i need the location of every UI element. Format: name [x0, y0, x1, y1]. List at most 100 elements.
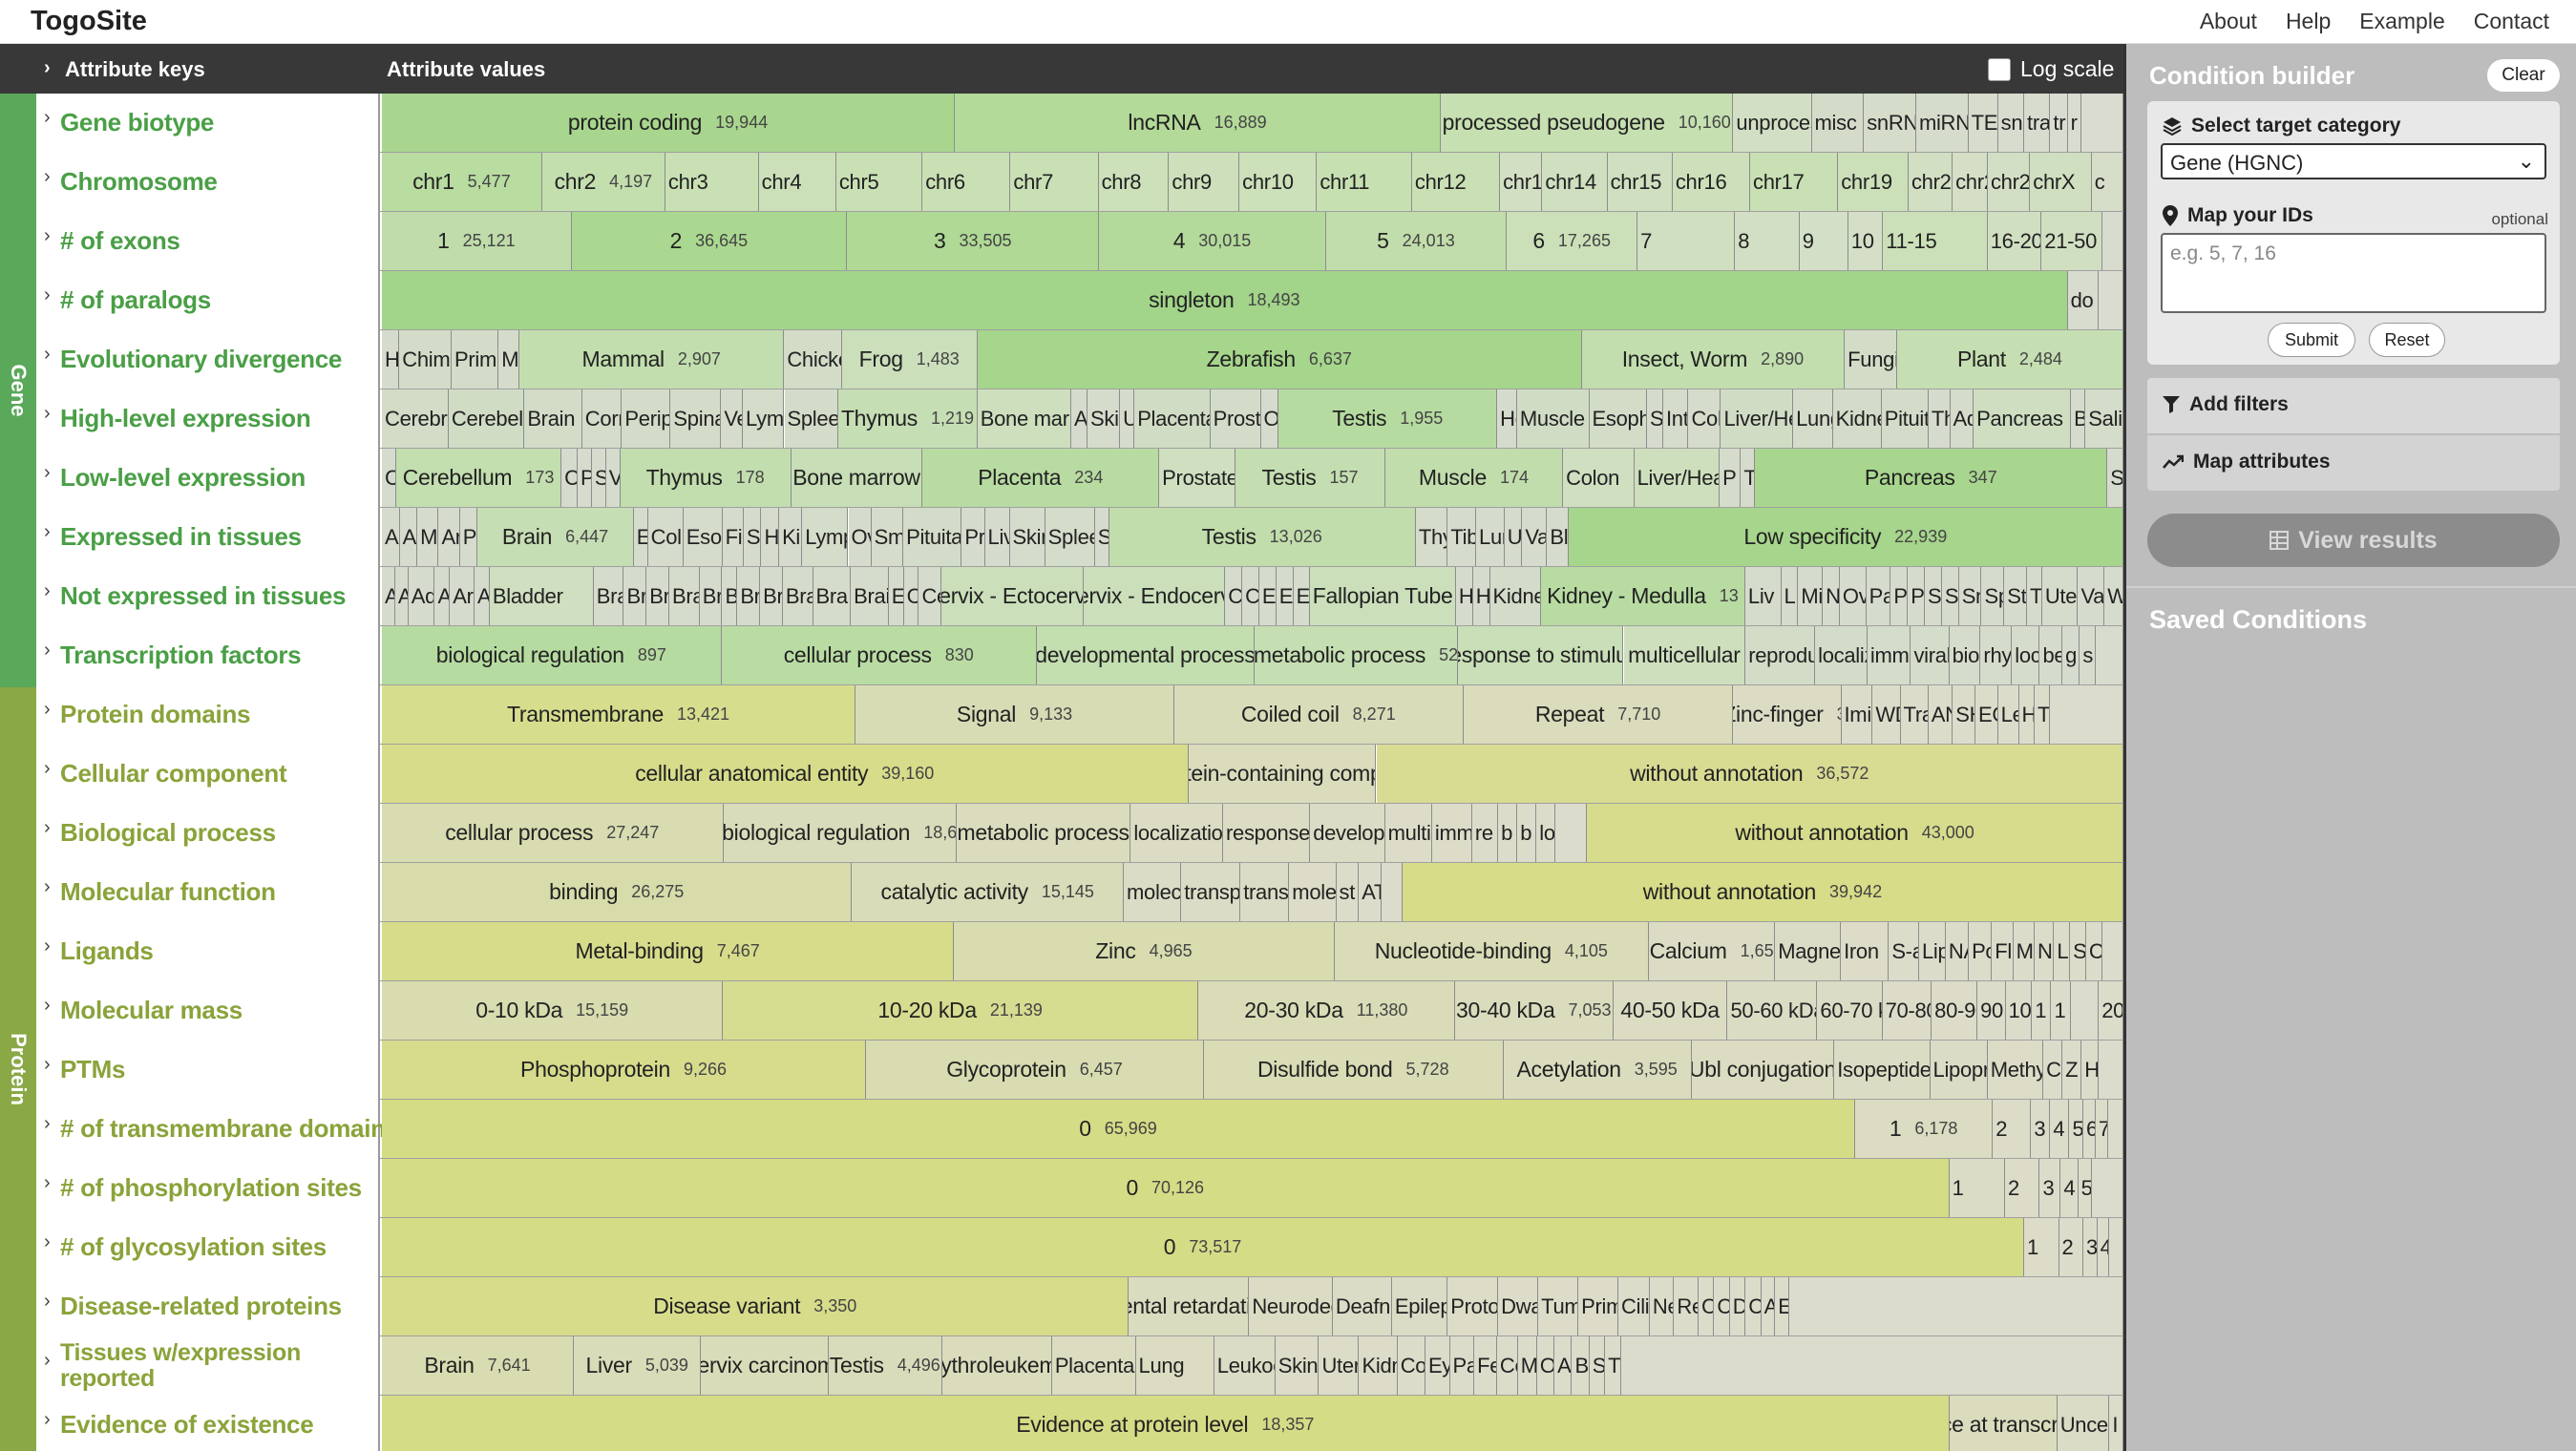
value-segment[interactable]: g	[2062, 626, 2080, 684]
value-segment[interactable]: chr52,9	[835, 153, 923, 211]
value-segment[interactable]	[2081, 94, 2123, 152]
value-segment[interactable]: Human	[382, 330, 400, 389]
value-segment[interactable]: Va	[2078, 567, 2105, 625]
value-segment[interactable]: Fe	[1474, 1336, 1497, 1395]
value-segment[interactable]: Prostate	[1159, 449, 1236, 507]
value-segment[interactable]: Liver/Heart	[1634, 449, 1721, 507]
attribute-key[interactable]: ›# of paralogs	[36, 271, 380, 330]
nav-example[interactable]: Example	[2359, 9, 2445, 33]
value-segment[interactable]: molecular	[1124, 863, 1182, 921]
value-segment[interactable]: 60-70 kDa	[1817, 981, 1883, 1040]
value-segment[interactable]: misc RNA	[1811, 94, 1865, 152]
value-segment[interactable]: AT	[1359, 863, 1382, 921]
value-segment[interactable]: Erythroleukemia	[941, 1336, 1052, 1395]
value-segment[interactable]: Fallopian Tube	[1310, 567, 1456, 625]
value-segment[interactable]: Prostate	[1210, 389, 1261, 448]
attribute-key[interactable]: ›Biological process	[36, 804, 380, 863]
value-segment[interactable]: A	[1554, 1336, 1573, 1395]
value-segment[interactable]: 3	[2031, 1100, 2051, 1158]
value-segment[interactable]: 1	[2032, 981, 2052, 1040]
value-segment[interactable]: 21-50	[2041, 212, 2103, 270]
value-segment[interactable]: P	[459, 508, 478, 566]
value-segment[interactable]: chr33,18	[665, 153, 759, 211]
value-segment[interactable]: lo	[1536, 804, 1556, 862]
value-segment[interactable]: Bone marrow	[791, 449, 923, 507]
value-segment[interactable]: Brain	[524, 389, 582, 448]
value-segment[interactable]: S	[1925, 567, 1942, 625]
chevron-right-icon[interactable]: ›	[44, 403, 51, 424]
value-segment[interactable]: H	[2018, 685, 2035, 744]
value-segment[interactable]: Vein	[721, 389, 744, 448]
value-segment[interactable]: L	[1781, 567, 1799, 625]
nav-about[interactable]: About	[2199, 9, 2257, 33]
value-segment[interactable]: Adrenal	[1071, 389, 1088, 448]
value-segment[interactable]: Placenta	[1134, 389, 1211, 448]
value-segment[interactable]: NA	[1945, 922, 1970, 980]
chevron-right-icon[interactable]: ›	[44, 1231, 51, 1252]
value-segment[interactable]: chr20	[1908, 153, 1953, 211]
value-segment[interactable]: Chicken	[784, 330, 842, 389]
value-segment[interactable]: Skin	[1009, 508, 1045, 566]
value-segment[interactable]: Tumor	[1538, 1277, 1579, 1335]
value-segment[interactable]: Br	[737, 567, 761, 625]
chevron-right-icon[interactable]: ›	[44, 462, 51, 483]
value-segment[interactable]: multi	[1384, 804, 1432, 862]
value-segment[interactable]: Tib	[1447, 508, 1477, 566]
value-segment[interactable]: Magnesium	[1775, 922, 1842, 980]
value-segment[interactable]: Co	[1397, 1336, 1425, 1395]
value-segment[interactable]: Zinc-finger3,	[1733, 685, 1842, 744]
log-scale-checkbox[interactable]	[1988, 57, 2011, 81]
chevron-right-icon[interactable]: ›	[44, 107, 51, 128]
value-segment[interactable]: Col	[1688, 389, 1721, 448]
submit-button[interactable]: Submit	[2268, 323, 2355, 357]
value-segment[interactable]: Eso	[683, 508, 723, 566]
value-segment[interactable]: Primary	[1578, 1277, 1619, 1335]
chevron-right-icon[interactable]: ›	[44, 995, 51, 1016]
value-segment[interactable]: Lipoprotein	[1930, 1041, 1988, 1099]
value-segment[interactable]: 4	[2060, 1159, 2079, 1217]
value-segment[interactable]	[1555, 804, 1588, 862]
value-segment[interactable]: A	[382, 508, 400, 566]
attribute-key[interactable]: ›Evidence of existence	[36, 1396, 380, 1451]
value-segment[interactable]: chr19	[1838, 153, 1909, 211]
value-segment[interactable]: 5	[2078, 1159, 2093, 1217]
value-segment[interactable]: E	[1775, 1277, 1789, 1335]
value-segment[interactable]: Liver/Heart	[1721, 389, 1794, 448]
value-segment[interactable]: Ne	[1649, 1277, 1675, 1335]
value-segment[interactable]: Ar	[438, 508, 460, 566]
attribute-key[interactable]: ›Tissues w/expression reported	[36, 1336, 380, 1396]
value-segment[interactable]: Bra	[669, 567, 700, 625]
value-segment[interactable]: Ad	[1950, 389, 1974, 448]
value-segment[interactable]: Cervix - Endocervix	[1083, 567, 1226, 625]
value-segment[interactable]: Th	[1928, 389, 1951, 448]
value-segment[interactable]	[2099, 1041, 2123, 1099]
value-segment[interactable]: Ov	[848, 508, 872, 566]
value-segment[interactable]	[2107, 1100, 2123, 1158]
chevron-right-icon[interactable]: ›	[44, 758, 51, 779]
value-segment[interactable]: A	[475, 567, 490, 625]
chevron-right-icon[interactable]: ›	[44, 876, 51, 897]
value-segment[interactable]: Muscle	[1516, 389, 1590, 448]
value-segment[interactable]: Le	[1997, 685, 2019, 744]
value-segment[interactable]: developmental process	[1036, 626, 1255, 684]
value-segment[interactable]: Spleen	[784, 389, 839, 448]
chevron-right-icon[interactable]: ›	[44, 284, 51, 305]
value-segment[interactable]: Cornea	[561, 449, 578, 507]
value-segment[interactable]: L	[2054, 922, 2071, 980]
